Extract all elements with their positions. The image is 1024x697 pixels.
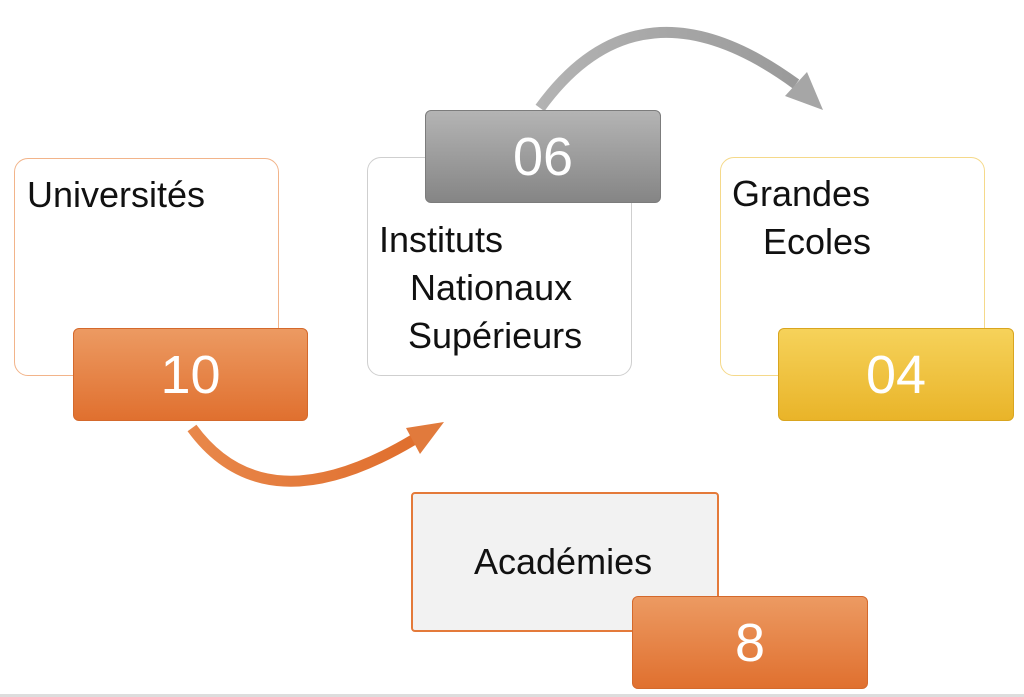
card-academies-label: Académies	[474, 541, 653, 582]
badge-instituts-count: 06	[425, 110, 661, 203]
badge-grandes-ecoles-count: 04	[778, 328, 1014, 421]
badge-universites-count: 10	[73, 328, 308, 421]
card-grandes-ecoles-label-line2: Ecoles	[763, 221, 872, 262]
arrow-instituts-to-grandes-ecoles	[535, 27, 800, 112]
arrow-head-gray	[785, 72, 823, 110]
card-universites-label: Universités	[27, 174, 206, 215]
card-grandes-ecoles-label-line1: Grandes	[732, 173, 871, 214]
card-instituts-label-line2: Nationaux	[410, 267, 573, 308]
badge-academies-count: 8	[632, 596, 868, 689]
arrow-universites-to-instituts	[187, 424, 416, 487]
card-instituts-label-line1: Instituts	[379, 219, 504, 260]
arrow-head-orange	[406, 422, 444, 454]
card-instituts-label-line3: Supérieurs	[408, 315, 583, 356]
bottom-divider	[0, 694, 1024, 697]
